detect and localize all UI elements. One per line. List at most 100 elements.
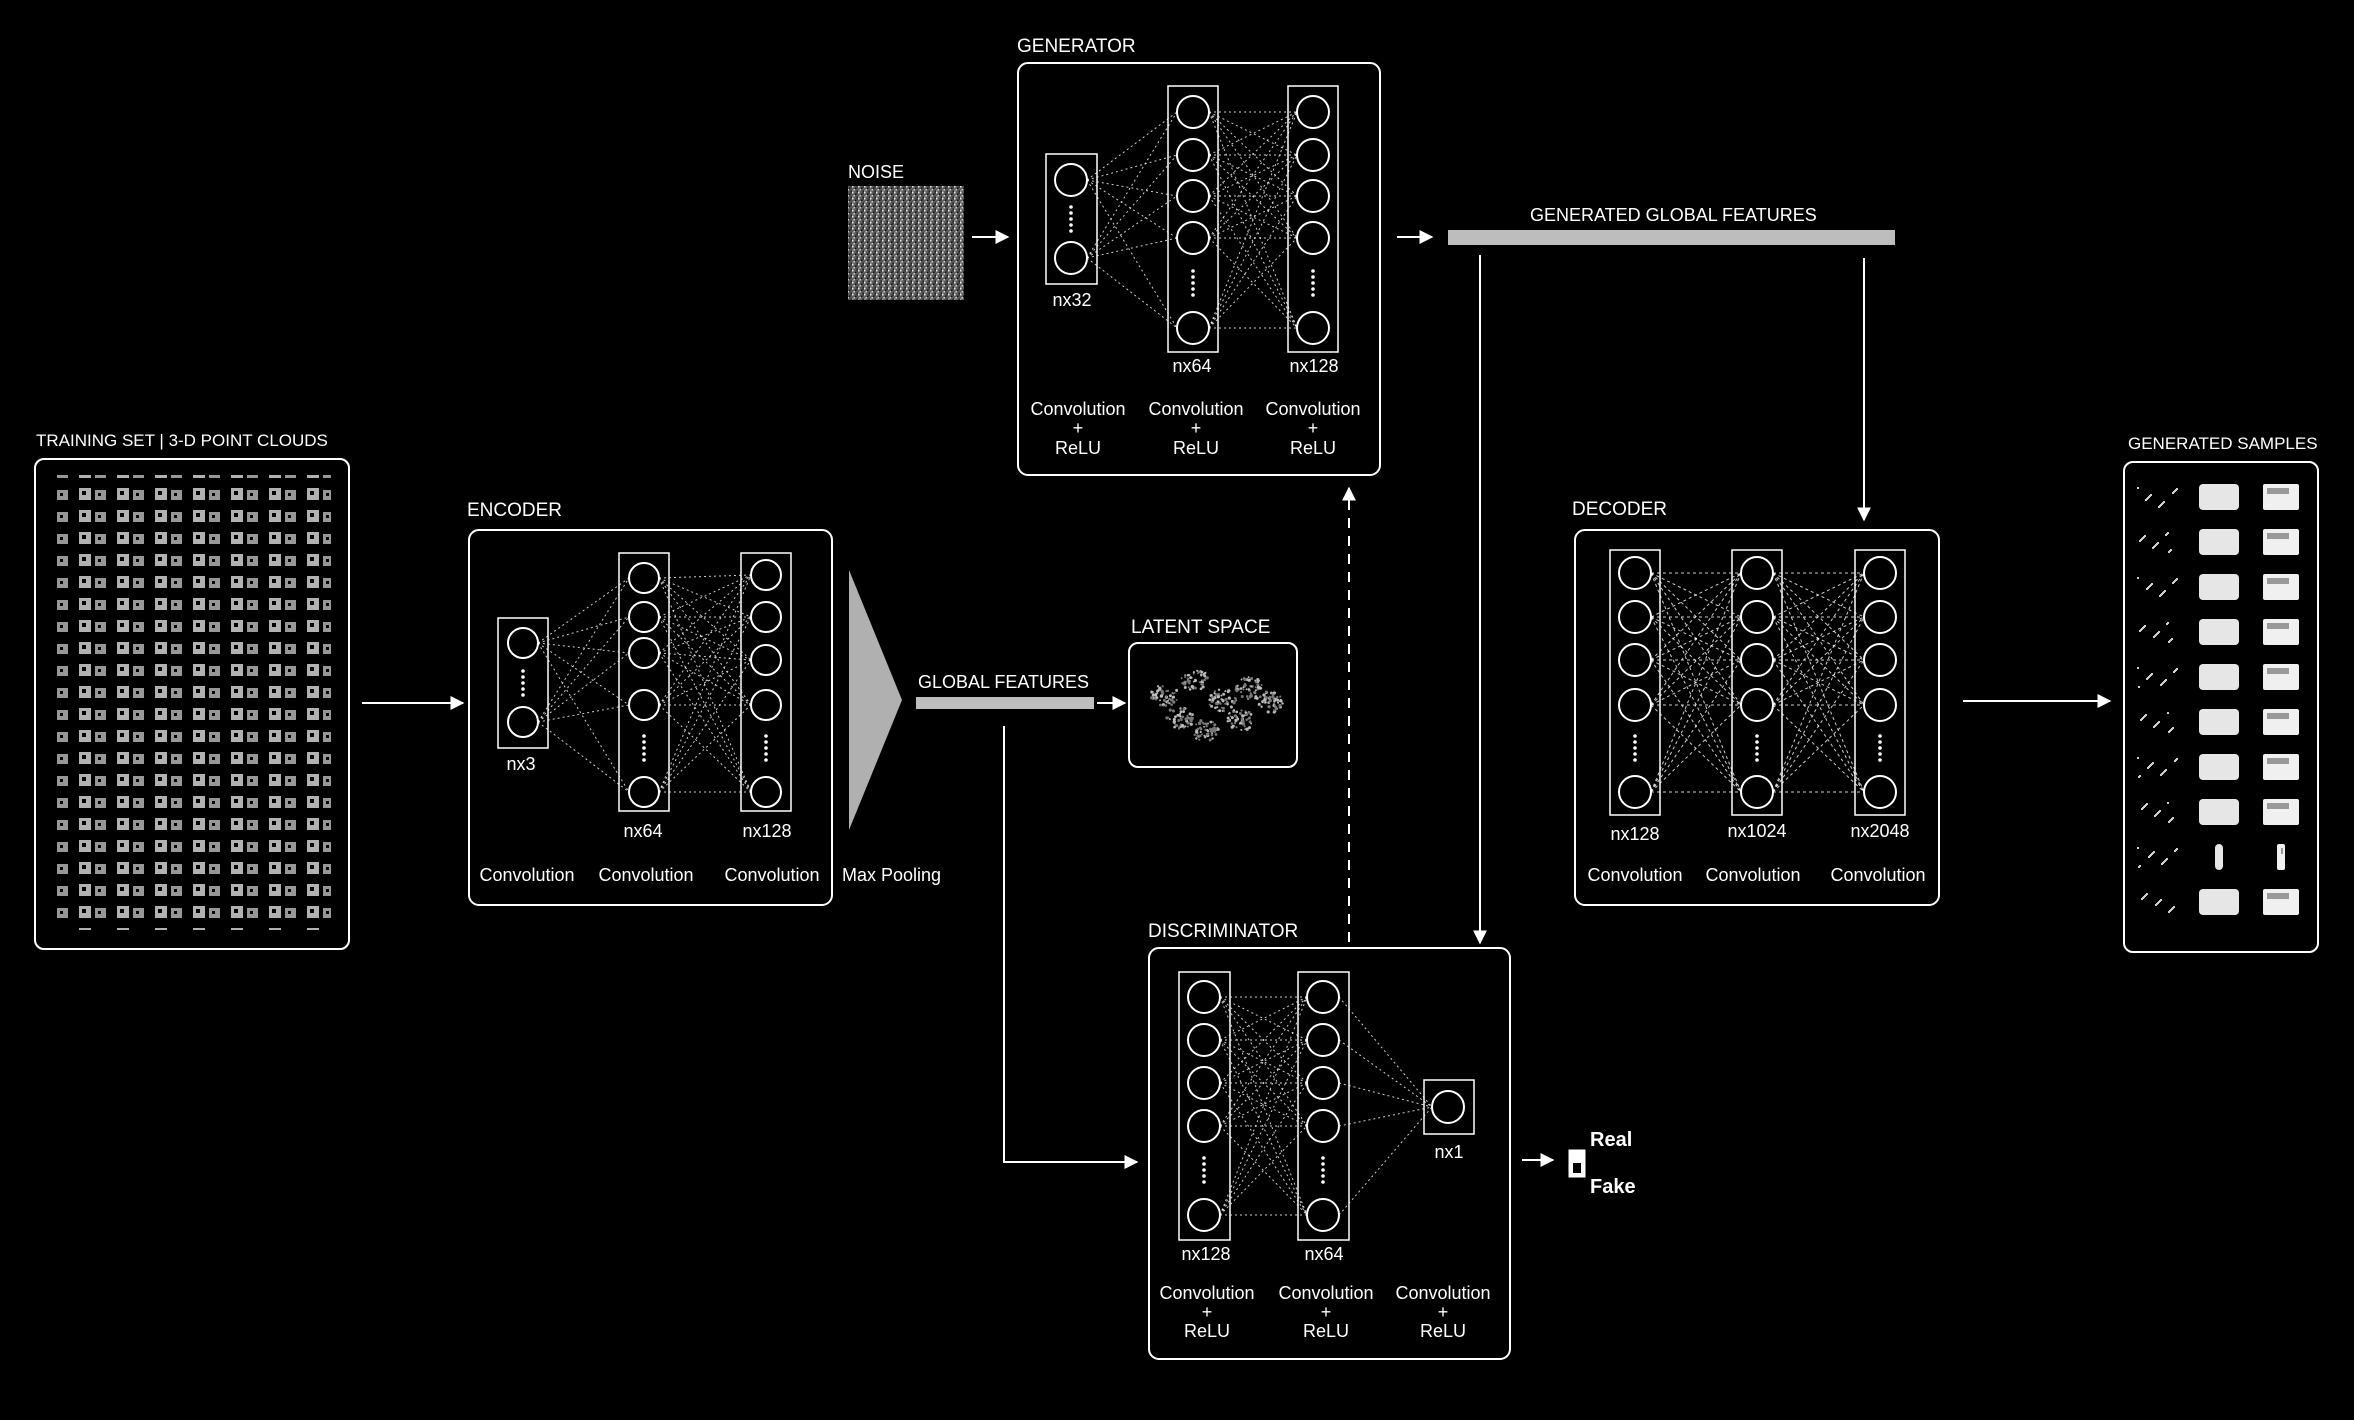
latent-point xyxy=(1213,690,1216,693)
discriminator-op-2-line1: Convolution xyxy=(1278,1283,1373,1303)
latent-point xyxy=(1206,729,1210,733)
latent-point xyxy=(1227,696,1231,700)
latent-point xyxy=(1264,691,1267,694)
generator-connection xyxy=(1208,195,1298,239)
encoder-connection xyxy=(658,577,752,793)
sample-shape xyxy=(2277,844,2285,870)
encoder-neuron xyxy=(750,776,782,808)
latent-point xyxy=(1216,700,1220,704)
real-label: Real xyxy=(1590,1129,1632,1151)
latent-point xyxy=(1186,714,1189,718)
generator-connection xyxy=(1086,111,1178,181)
sample-shape-detail xyxy=(2267,488,2289,494)
latent-point xyxy=(1189,722,1193,726)
generator-title: GENERATOR xyxy=(1017,36,1136,57)
encoder-ellipsis-dot xyxy=(521,675,525,679)
latent-point xyxy=(1232,709,1236,712)
generator-neuron xyxy=(1296,138,1330,172)
latent-point xyxy=(1242,686,1245,689)
encoder-neuron xyxy=(507,706,539,738)
latent-point xyxy=(1180,724,1185,728)
discriminator-op-2-line2: ReLU xyxy=(1303,1321,1349,1341)
latent-point xyxy=(1198,738,1201,741)
sample-point xyxy=(2147,767,2149,769)
encoder-ellipsis-dot xyxy=(764,734,768,738)
encoder-neuron xyxy=(628,601,660,633)
latent-point xyxy=(1182,710,1186,713)
discriminator-connection xyxy=(1219,1125,1308,1216)
generator-ellipsis-dot xyxy=(1069,217,1073,221)
latent-point xyxy=(1204,722,1208,726)
sample-point xyxy=(2155,904,2157,906)
generator-dim-3: nx128 xyxy=(1289,356,1338,376)
latent-point xyxy=(1158,687,1162,691)
encoder-connection xyxy=(537,642,630,654)
discriminator-neuron xyxy=(1187,1023,1221,1057)
decoder-ellipsis-dot xyxy=(1755,734,1759,738)
sample-point xyxy=(2138,776,2140,778)
latent-point xyxy=(1248,720,1252,724)
latent-point xyxy=(1150,696,1154,700)
encoder-neuron xyxy=(750,601,782,633)
encoder-connection xyxy=(658,616,752,654)
latent-point xyxy=(1193,678,1197,683)
latent-point xyxy=(1186,677,1189,680)
latent-point xyxy=(1273,697,1277,701)
sample-shape xyxy=(2263,574,2299,600)
point-cloud-grid xyxy=(55,475,331,930)
latent-point xyxy=(1175,724,1179,728)
decoder-ellipsis-dot xyxy=(1878,740,1882,744)
encoder-ellipsis-dot xyxy=(521,693,525,697)
latent-point xyxy=(1260,684,1263,686)
sample-point xyxy=(2161,863,2163,865)
latent-point xyxy=(1200,680,1203,684)
latent-point xyxy=(1266,710,1270,714)
latent-point xyxy=(1189,718,1193,723)
generator-ops: Convolution + ReLU Convolution + ReLU Co… xyxy=(1030,399,1360,458)
latent-point xyxy=(1201,721,1205,724)
discriminator-op-3-line2: ReLU xyxy=(1420,1321,1466,1341)
discriminator-ellipsis-dot xyxy=(1202,1174,1206,1178)
sample-shape-detail xyxy=(2267,578,2289,584)
generator-connection xyxy=(1208,111,1298,239)
latent-point xyxy=(1240,678,1243,681)
discriminator-dim-1: nx128 xyxy=(1181,1244,1230,1264)
latent-point xyxy=(1173,725,1176,729)
generator-dim-2: nx64 xyxy=(1172,356,1211,376)
encoder-connection xyxy=(658,616,752,661)
latent-point xyxy=(1271,695,1275,699)
noise-image xyxy=(848,186,964,300)
latent-point xyxy=(1200,683,1205,687)
latent-point xyxy=(1176,713,1180,717)
latent-point xyxy=(1243,714,1246,717)
generator-connection xyxy=(1208,111,1298,197)
discriminator-op-3-line1: Convolution xyxy=(1395,1283,1490,1303)
latent-point xyxy=(1198,734,1202,738)
noise-label: NOISE xyxy=(848,162,904,182)
latent-point xyxy=(1181,715,1185,719)
sample-point xyxy=(2167,712,2169,714)
latent-point xyxy=(1273,709,1276,712)
latent-point xyxy=(1217,688,1221,691)
latent-point xyxy=(1212,726,1216,730)
discriminator-neuron xyxy=(1306,1198,1340,1232)
latent-point xyxy=(1256,677,1260,682)
encoder-ellipsis-dot xyxy=(642,752,646,756)
encoder-ellipsis-dot xyxy=(642,740,646,744)
arrow-global-to-discriminator xyxy=(1003,726,1139,1169)
sample-point xyxy=(2141,808,2143,810)
generator-neuron xyxy=(1176,221,1210,255)
generator-connection xyxy=(1208,154,1298,329)
latent-point xyxy=(1233,721,1237,725)
max-pooling-label: Max Pooling xyxy=(842,865,941,885)
decoder-op-2: Convolution xyxy=(1705,865,1800,885)
decoder-title: DECODER xyxy=(1572,499,1667,520)
sample-point xyxy=(2139,630,2141,632)
latent-point xyxy=(1226,716,1230,720)
generator-connection xyxy=(1208,237,1298,329)
global-features-bar xyxy=(916,697,1094,709)
latent-point xyxy=(1174,715,1177,719)
latent-point xyxy=(1192,672,1195,675)
encoder-connection xyxy=(658,574,752,654)
sample-point xyxy=(2153,726,2155,728)
